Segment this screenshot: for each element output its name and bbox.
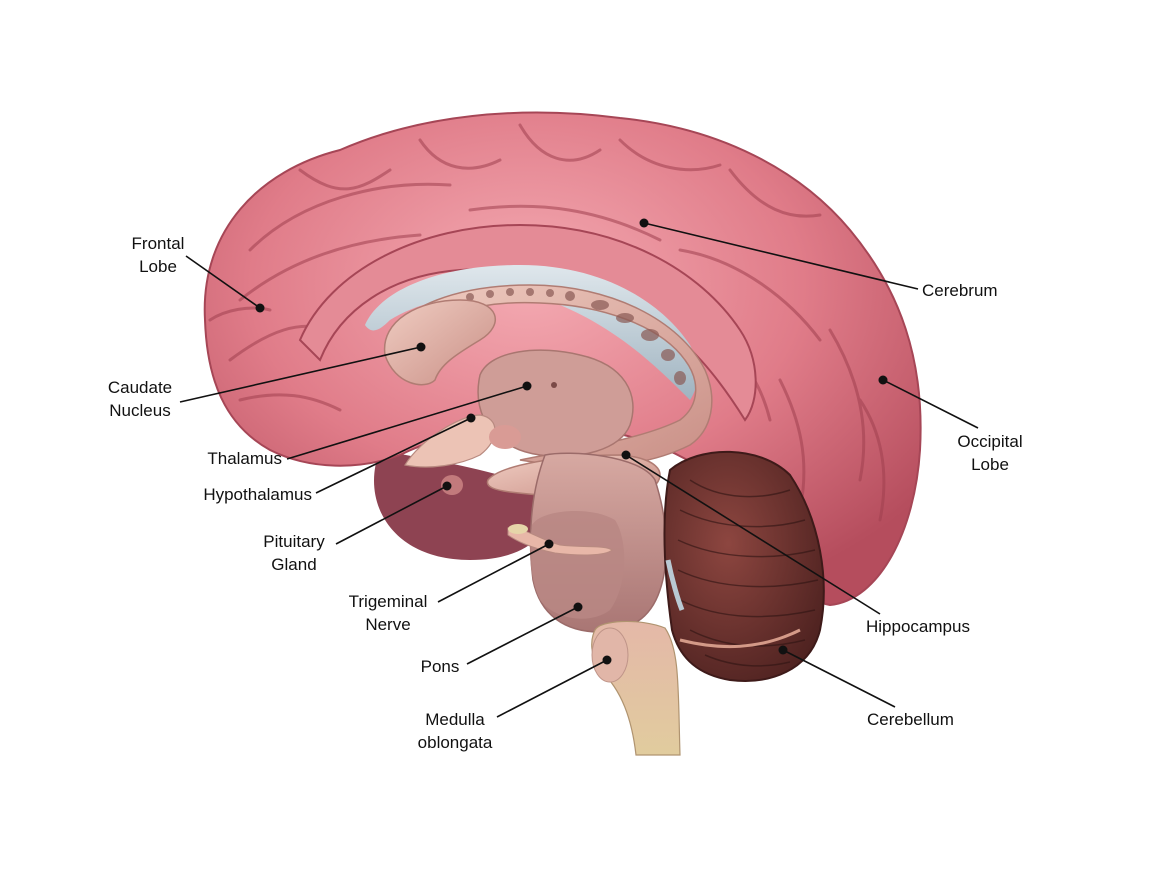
pointer-dot-pituitary-gland [442, 481, 452, 491]
pointer-dot-cerebellum [778, 645, 788, 655]
label-caudate-nucleus: Caudate Nucleus [107, 378, 173, 420]
label-cerebellum: Cerebellum [867, 710, 954, 729]
trigeminal-nerve-shape [507, 524, 613, 556]
medulla-oblongata-shape [591, 620, 681, 756]
hypothalamus-shape [404, 414, 521, 468]
leader-line-caudate-nucleus [179, 346, 422, 403]
pointer-dot-cerebrum [639, 218, 649, 228]
leader-line-hypothalamus [315, 417, 472, 494]
label-medulla-oblongata: Medulla oblongata [417, 710, 493, 752]
cerebellum-shape [663, 450, 825, 682]
label-thalamus: Thalamus [207, 449, 282, 468]
pointer-dot-caudate-nucleus [416, 342, 426, 352]
label-frontal-lobe: Frontal Lobe [131, 234, 185, 276]
brainstem-shape [529, 452, 668, 633]
label-occipital-lobe: Occipital Lobe [957, 432, 1023, 474]
leader-line-hippocampus [625, 454, 881, 615]
label-pituitary-gland: Pituitary Gland [263, 532, 325, 574]
leader-line-pons [466, 606, 579, 665]
pointer-dot-pons [573, 602, 583, 612]
pointer-dot-medulla-oblongata [602, 655, 612, 665]
pointer-dot-hippocampus [621, 450, 631, 460]
pointer-dot-occipital-lobe [878, 375, 888, 385]
leader-line-cerebellum [782, 649, 896, 708]
leader-line-cerebrum [643, 222, 919, 290]
pointer-dot-hypothalamus [466, 413, 476, 423]
pointer-dot-frontal-lobe [255, 303, 265, 313]
leader-line-trigeminal-nerve [437, 543, 550, 603]
leader-line-pituitary-gland [335, 485, 448, 545]
leader-line-occipital-lobe [882, 379, 979, 429]
label-hypothalamus: Hypothalamus [203, 485, 312, 504]
label-trigeminal-nerve: Trigeminal Nerve [348, 592, 428, 634]
pointer-dot-trigeminal-nerve [544, 539, 554, 549]
label-cerebrum: Cerebrum [922, 281, 998, 300]
leader-line-thalamus [286, 385, 528, 460]
pointer-dot-thalamus [522, 381, 532, 391]
leader-line-frontal-lobe [185, 255, 261, 309]
leader-lines [179, 218, 979, 718]
caudate-nucleus-shape [383, 299, 497, 386]
label-hippocampus: Hippocampus [866, 617, 970, 636]
leader-line-medulla-oblongata [496, 659, 608, 718]
label-pons: Pons [420, 657, 460, 676]
